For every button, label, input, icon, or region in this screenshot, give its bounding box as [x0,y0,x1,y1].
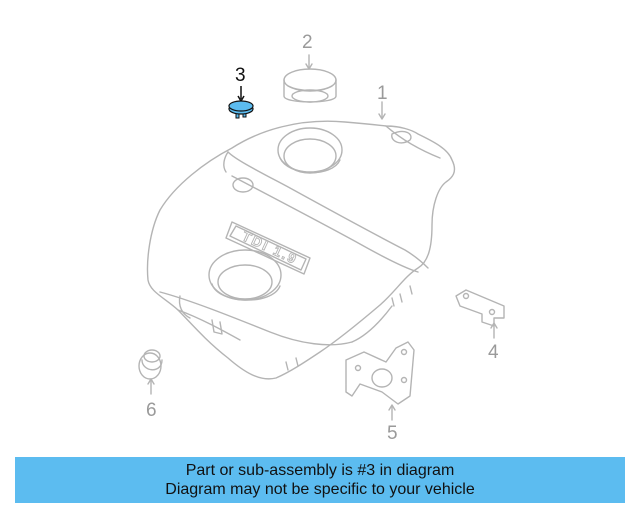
bracket-part-5 [345,341,415,421]
leader-line-1 [378,101,386,120]
bracket-part-4 [455,289,505,339]
callout-2: 2 [302,32,313,53]
callout-3: 3 [235,65,246,86]
filler-cap-part-2 [283,54,337,103]
callout-5: 5 [387,423,398,444]
callout-4: 4 [488,342,499,363]
callout-1: 1 [377,83,388,104]
info-banner: Part or sub-assembly is #3 in diagram Di… [15,457,625,503]
emblem-text: TDI 1.9 [240,228,301,268]
engine-cover-part-1 [146,120,456,380]
clip-part-3 [228,86,254,119]
banner-line-2: Diagram may not be specific to your vehi… [165,481,475,498]
grommet-part-6 [138,349,163,395]
banner-line-1: Part or sub-assembly is #3 in diagram [185,462,455,479]
callout-6: 6 [146,400,157,421]
